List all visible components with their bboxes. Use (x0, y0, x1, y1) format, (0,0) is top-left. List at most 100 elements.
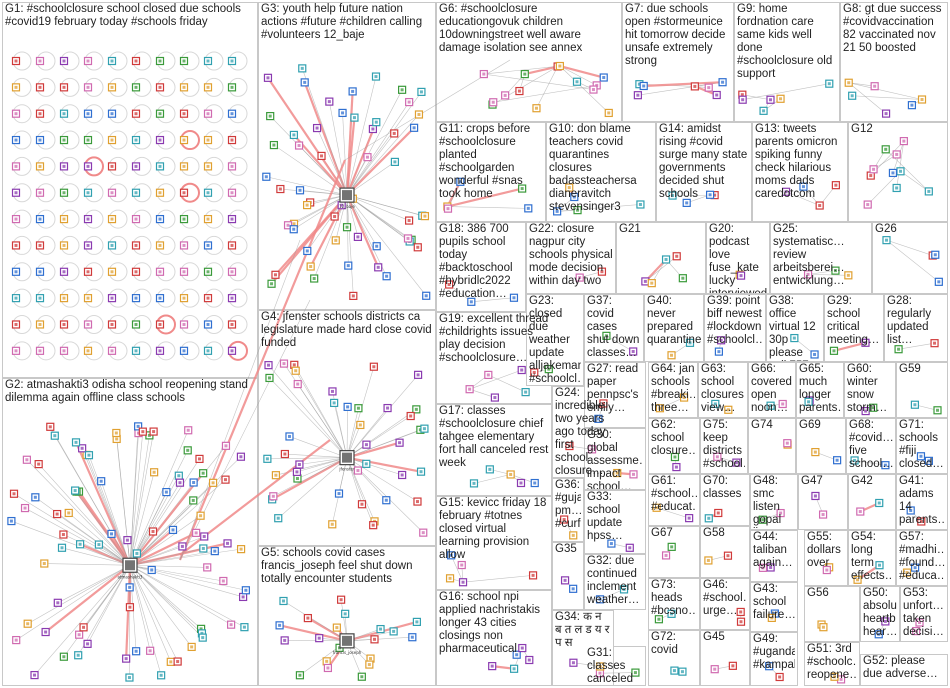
group-label-g45: G45 (703, 631, 747, 644)
group-label-g40: G40: never prepared quarantine (647, 295, 701, 347)
node (222, 442, 229, 449)
group-label-g65: G65: much longer parents… (799, 363, 841, 415)
group-label-g27: G27: read paper pennpsc's emily… (587, 363, 643, 415)
node (777, 95, 784, 102)
node (85, 189, 92, 196)
group-label-g16: G16: school npi applied nachristakis lon… (439, 591, 549, 656)
node (925, 188, 932, 195)
group-label-g46: G46: #school… urge… (703, 579, 747, 618)
node (133, 84, 140, 91)
node (126, 604, 133, 611)
group-label-g21: G21 (619, 223, 703, 236)
node (332, 237, 339, 244)
node (526, 657, 533, 664)
node (668, 543, 675, 550)
node (148, 566, 155, 573)
group-label-g30: G30: global assessme… impact school… (587, 429, 643, 489)
node (370, 363, 377, 370)
node (466, 386, 473, 393)
group-label-g13: G13: tweets parents omicron spiking funn… (755, 123, 845, 201)
node (229, 163, 236, 170)
node (54, 511, 61, 518)
node (299, 65, 306, 72)
node (181, 216, 188, 223)
group-label-g9: G9: home fordnation care same kids well … (737, 3, 837, 81)
node (351, 114, 358, 121)
node (562, 577, 569, 584)
group-label-g35: G35 (555, 543, 581, 556)
node (304, 615, 311, 622)
node (296, 142, 303, 149)
node (229, 137, 236, 144)
node (525, 205, 532, 212)
node (490, 99, 497, 106)
group-label-g53: G53: unfort… taken decisi… (903, 587, 945, 639)
node (715, 348, 722, 355)
group-label-g61: G61: #school… #educat… (651, 475, 697, 514)
node (705, 557, 712, 564)
node (489, 663, 496, 670)
node (399, 86, 406, 93)
group-label-g11: G11: crops before #schoolclosure planted… (439, 123, 543, 201)
node (109, 163, 116, 170)
group-label-g60: G60: winter snow storm… (847, 363, 893, 415)
group-label-g22: G22: closure nagpur city schools physica… (529, 223, 613, 288)
node (826, 80, 833, 87)
node (413, 406, 420, 413)
node (301, 79, 308, 86)
node (85, 58, 92, 65)
node (280, 597, 287, 604)
node (163, 489, 170, 496)
node (229, 242, 236, 249)
node (889, 169, 896, 176)
node (383, 497, 390, 504)
node (458, 562, 465, 569)
node (124, 537, 131, 544)
group-label-g18: G18: 386 700 pupils school today #backto… (439, 223, 523, 301)
node (342, 610, 349, 617)
node (13, 58, 20, 65)
node (157, 242, 164, 249)
node (13, 637, 20, 644)
node (205, 216, 212, 223)
node (123, 655, 130, 662)
node (418, 88, 425, 95)
node (363, 460, 370, 467)
node (518, 367, 525, 374)
node (893, 184, 900, 191)
node (179, 543, 186, 550)
node (133, 648, 140, 655)
group-label-g74: G74 (751, 419, 793, 432)
hub-node (340, 451, 354, 465)
group-label-g47: G47 (801, 475, 845, 488)
node (421, 213, 428, 220)
node (85, 216, 92, 223)
group-label-g70: G70: classes (703, 475, 747, 501)
node (263, 173, 270, 180)
node (61, 216, 68, 223)
node (870, 166, 877, 173)
node (109, 242, 116, 249)
node (181, 189, 188, 196)
node (229, 58, 236, 65)
node (181, 84, 188, 91)
node (369, 126, 376, 133)
group-label-g17: G17: classes #schoolclosure chief tahgee… (439, 405, 549, 470)
node (24, 620, 31, 627)
node (834, 457, 841, 464)
node (37, 58, 44, 65)
node (729, 662, 736, 669)
node (199, 634, 206, 641)
node (275, 515, 282, 522)
node (113, 429, 120, 436)
group-label-g20: G20: podcast love fuse_kate lucky interv… (709, 223, 767, 293)
node (32, 494, 39, 501)
node (37, 137, 44, 144)
node (150, 528, 157, 535)
group-label-g66: G66: covered open noon… (751, 363, 793, 415)
node (157, 268, 164, 275)
group-label-g15: G15: kevicc friday 18 february #totnes c… (439, 497, 549, 562)
node (174, 658, 181, 665)
node (41, 560, 48, 567)
node (304, 202, 311, 209)
